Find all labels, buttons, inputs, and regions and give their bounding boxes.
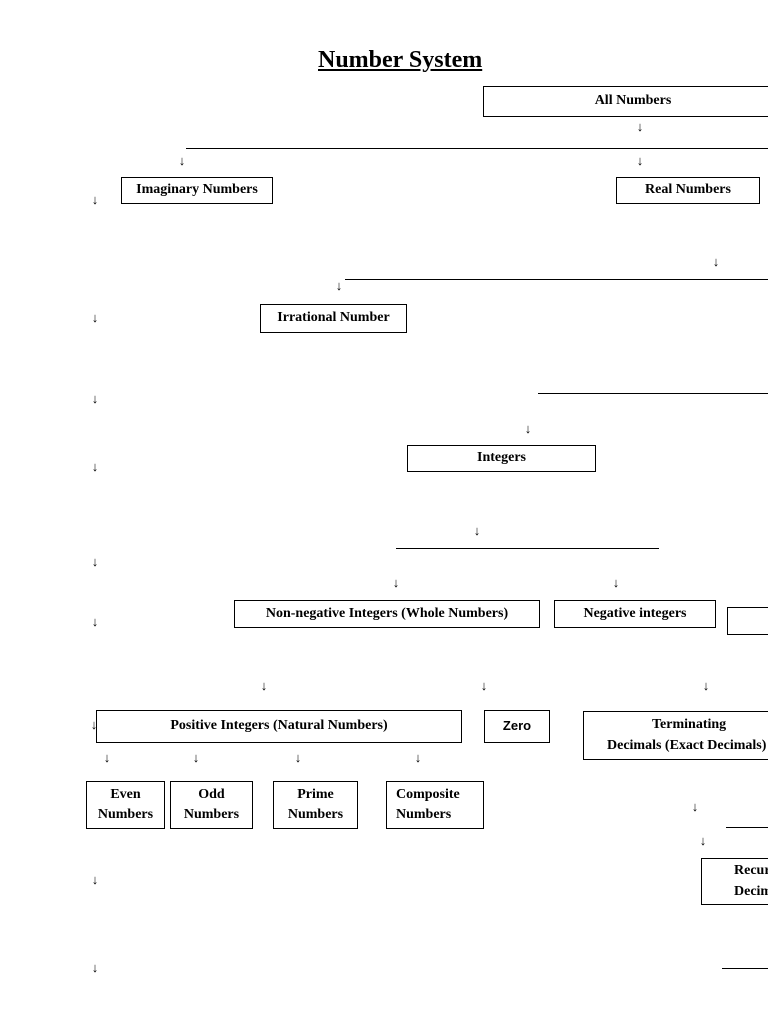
recurring-decimals-label-line2: Decimals (734, 883, 768, 899)
even-numbers-label-line1: Even (110, 786, 141, 802)
down-arrow-icon: ↓ (473, 523, 481, 538)
down-arrow-icon: ↓ (636, 119, 644, 134)
down-arrow-icon: ↓ (524, 421, 532, 436)
all-numbers-label: All Numbers (594, 93, 672, 109)
down-arrow-icon: ↓ (91, 614, 99, 629)
all-numbers-box: All Numbers (483, 86, 768, 117)
down-arrow-icon: ↓ (91, 310, 99, 325)
real-numbers-box: Real Numbers (616, 177, 760, 204)
odd-numbers-label-line2: Numbers (183, 807, 240, 822)
down-arrow-icon: ↓ (699, 833, 707, 848)
down-arrow-icon: ↓ (414, 750, 422, 765)
prime-numbers-box: Prime Numbers (273, 781, 358, 829)
non-negative-integers-label: Non-negative Integers (Whole Numbers) (265, 605, 509, 621)
down-arrow-icon: ↓ (90, 717, 98, 732)
terminating-decimals-box: Terminating Decimals (Exact Decimals) (583, 711, 768, 760)
down-arrow-icon: ↓ (480, 678, 488, 693)
composite-numbers-label-line1: Composite (396, 786, 460, 802)
down-arrow-icon: ↓ (335, 278, 343, 293)
non-negative-integers-box: Non-negative Integers (Whole Numbers) (234, 600, 540, 628)
integers-label: Integers (477, 450, 526, 466)
down-arrow-icon: ↓ (178, 153, 186, 168)
down-arrow-icon: ↓ (691, 799, 699, 814)
positive-integers-label: Positive Integers (Natural Numbers) (170, 718, 388, 734)
irrational-number-label: Irrational Number (277, 310, 390, 326)
zero-label: Zero (502, 718, 532, 734)
down-arrow-icon: ↓ (260, 678, 268, 693)
negative-integers-box: Negative integers (554, 600, 716, 628)
down-arrow-icon: ↓ (636, 153, 644, 168)
down-arrow-icon: ↓ (192, 750, 200, 765)
down-arrow-icon: ↓ (702, 678, 710, 693)
imaginary-numbers-label: Imaginary Numbers (136, 182, 258, 198)
connector-line (396, 548, 659, 549)
down-arrow-icon: ↓ (91, 459, 99, 474)
connector-line (726, 827, 768, 828)
real-numbers-label: Real Numbers (645, 182, 731, 198)
down-arrow-icon: ↓ (91, 872, 99, 887)
odd-numbers-label-line1: Odd (198, 786, 225, 802)
unlabeled-box (727, 607, 768, 635)
down-arrow-icon: ↓ (91, 192, 99, 207)
down-arrow-icon: ↓ (91, 391, 99, 406)
even-numbers-label-line2: Numbers (97, 807, 154, 822)
composite-numbers-label-line2: Numbers (396, 807, 452, 822)
connector-line (722, 968, 768, 969)
negative-integers-label: Negative integers (583, 605, 687, 621)
irrational-number-box: Irrational Number (260, 304, 407, 333)
down-arrow-icon: ↓ (392, 575, 400, 590)
terminating-decimals-label-line1: Terminating (652, 717, 727, 733)
odd-numbers-box: Odd Numbers (170, 781, 253, 829)
connector-line (186, 148, 768, 149)
down-arrow-icon: ↓ (91, 960, 99, 975)
terminating-decimals-label-line2: Decimals (Exact Decimals) (607, 737, 767, 753)
recurring-decimals-label-line1: Recurring (734, 863, 768, 879)
prime-numbers-label-line1: Prime (297, 786, 334, 802)
down-arrow-icon: ↓ (294, 750, 302, 765)
positive-integers-box: Positive Integers (Natural Numbers) (96, 710, 462, 743)
connector-line (345, 279, 768, 280)
down-arrow-icon: ↓ (612, 575, 620, 590)
integers-box: Integers (407, 445, 596, 472)
down-arrow-icon: ↓ (103, 750, 111, 765)
imaginary-numbers-box: Imaginary Numbers (121, 177, 273, 204)
even-numbers-box: Even Numbers (86, 781, 165, 829)
recurring-decimals-box: Recurring Decimals (701, 858, 768, 905)
down-arrow-icon: ↓ (91, 554, 99, 569)
composite-numbers-box: Composite Numbers (386, 781, 484, 829)
down-arrow-icon: ↓ (712, 254, 720, 269)
prime-numbers-label-line2: Numbers (287, 807, 344, 822)
page-title: Number System (318, 47, 483, 73)
connector-line (538, 393, 768, 394)
zero-box: Zero (484, 710, 550, 743)
